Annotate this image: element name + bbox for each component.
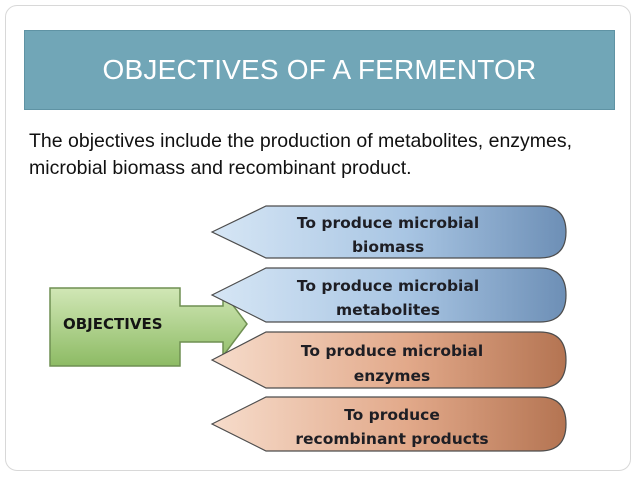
objective-4-line1: To produce — [344, 406, 440, 424]
objective-1-line2: biomass — [352, 238, 424, 256]
objective-arrow-enzymes: To produce microbial enzymes — [210, 331, 567, 389]
title-bar: OBJECTIVES OF A FERMENTOR — [24, 30, 615, 110]
objective-4-line2: recombinant products — [295, 430, 488, 448]
slide-title: OBJECTIVES OF A FERMENTOR — [102, 54, 537, 85]
body-paragraph: The objectives include the production of… — [29, 130, 573, 179]
objective-2-line2: metabolites — [336, 301, 440, 319]
objective-arrow-biomass: To produce microbial biomass — [210, 205, 567, 259]
objective-arrow-recombinant: To produce recombinant products — [210, 396, 567, 452]
objective-3-line1: To produce microbial — [301, 342, 483, 360]
objective-arrow-metabolites: To produce microbial metabolites — [210, 267, 567, 323]
objectives-arrow: OBJECTIVES — [49, 287, 248, 367]
objective-1-line1: To produce microbial — [297, 214, 479, 232]
objective-3-line2: enzymes — [354, 367, 431, 385]
objectives-label: OBJECTIVES — [63, 315, 163, 333]
objective-2-line1: To produce microbial — [297, 277, 479, 295]
